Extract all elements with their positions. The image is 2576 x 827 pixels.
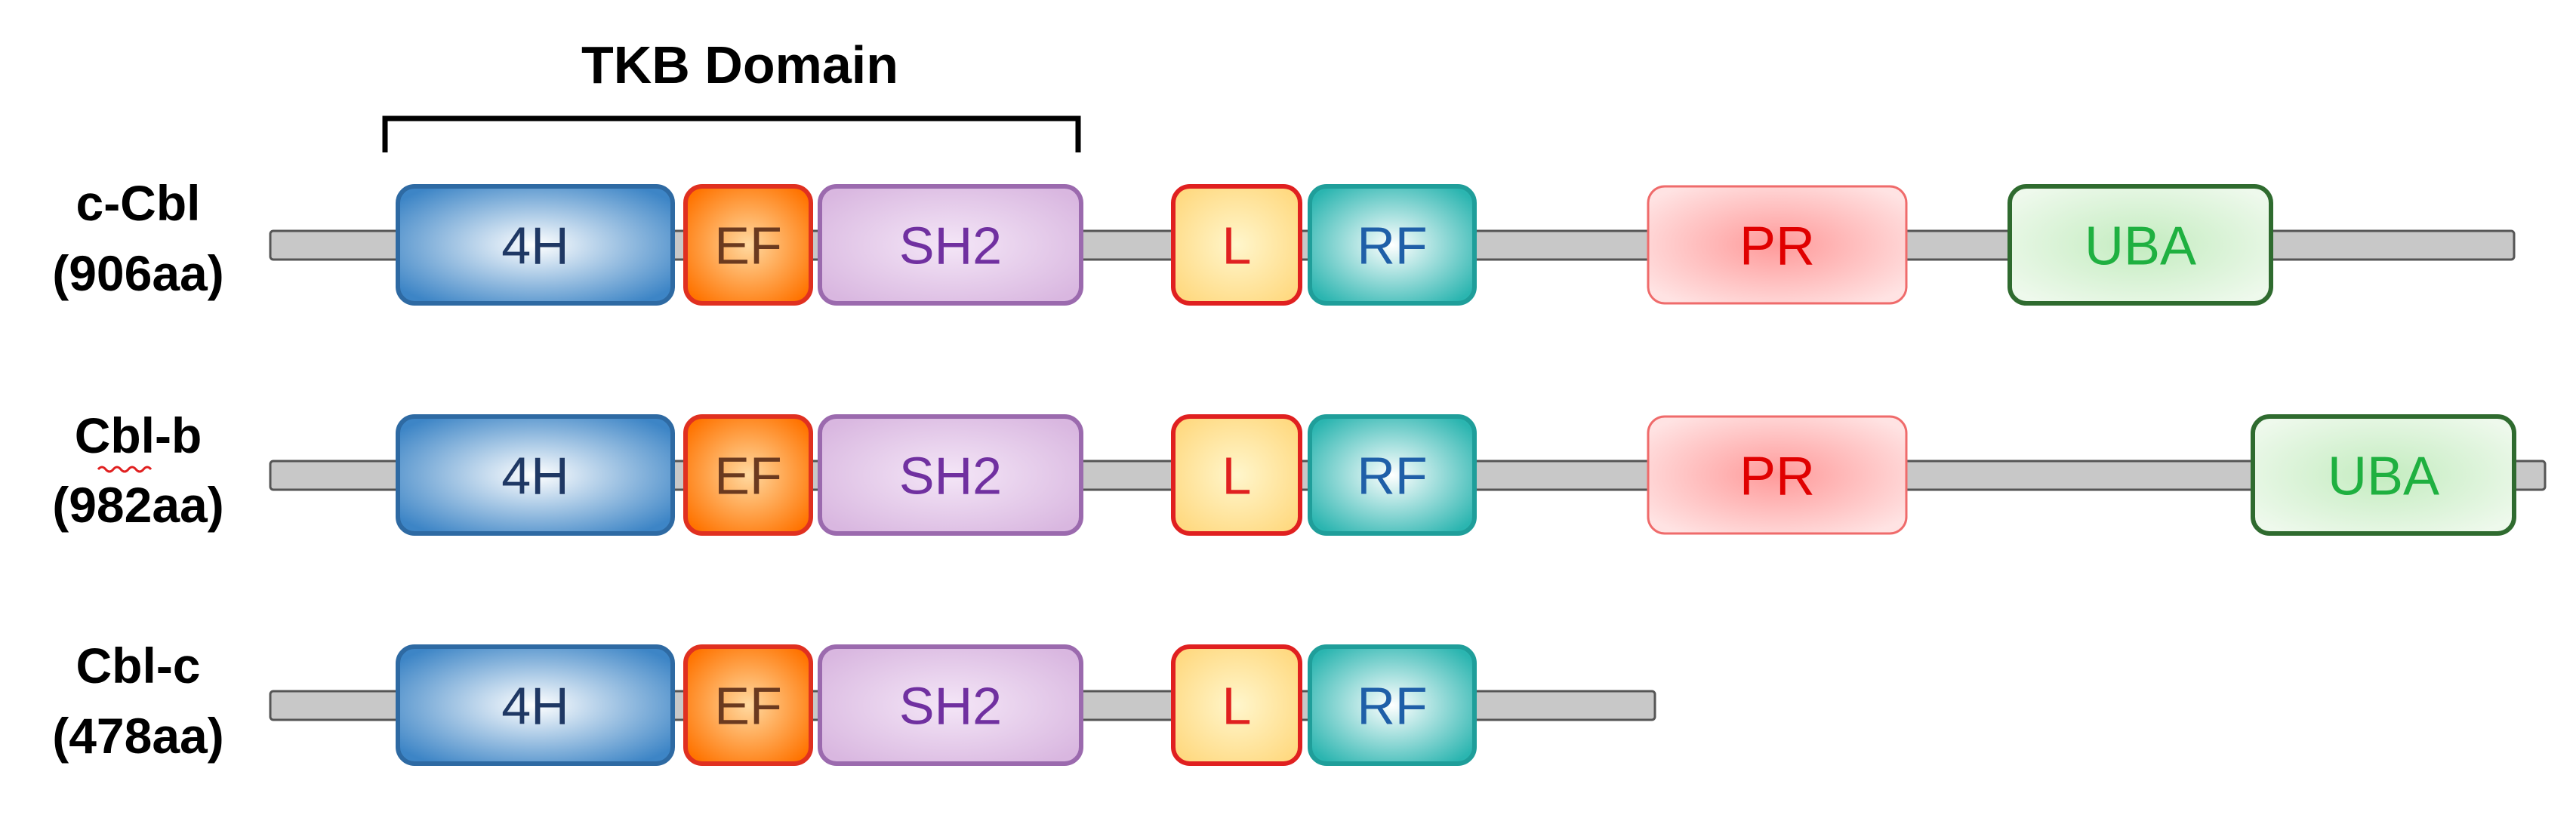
tkb-bracket: TKB Domain: [382, 35, 1081, 152]
protein-length: (478aa): [52, 708, 224, 764]
domain-label: 4H: [501, 447, 569, 506]
domain-label: RF: [1357, 677, 1427, 736]
protein-row-cbl-b: Cbl-b (982aa) 4H EF SH2 L RF PR UBA: [52, 407, 2547, 536]
domain-box: [683, 414, 813, 536]
domain-label: RF: [1357, 447, 1427, 506]
domain-box: [396, 414, 675, 536]
domain-rf: RF: [1308, 184, 1477, 306]
domain-box: [683, 644, 813, 766]
tkb-bracket-label: TKB Domain: [581, 35, 898, 94]
domain-4h: 4H: [396, 644, 675, 766]
domain-label: SH2: [899, 677, 1002, 736]
domain-label: EF: [714, 447, 781, 506]
domain-sh2: SH2: [818, 414, 1083, 536]
domain-sh2: SH2: [818, 184, 1083, 306]
domain-label: L: [1222, 677, 1252, 736]
domain-rf: RF: [1308, 644, 1477, 766]
domain-list: 4H EF SH2 L RF PR UBA: [396, 414, 2516, 536]
domain-label: PR: [1739, 446, 1815, 506]
domain-box: [1308, 414, 1477, 536]
domain-box: [1171, 644, 1302, 766]
domain-label: UBA: [2328, 446, 2439, 506]
protein-length: (982aa): [52, 477, 224, 533]
domain-sh2: SH2: [818, 644, 1083, 766]
domain-box: [818, 184, 1083, 306]
domain-label: EF: [714, 677, 781, 736]
domain-label: EF: [714, 217, 781, 275]
domain-box: [1647, 185, 1908, 305]
domain-label: PR: [1739, 216, 1815, 276]
domain-l: L: [1171, 644, 1302, 766]
domain-l: L: [1171, 184, 1302, 306]
protein-row-cbl-c: Cbl-c (478aa) 4H EF SH2 L RF: [52, 638, 1656, 766]
domain-box: [818, 414, 1083, 536]
domain-pr: PR: [1647, 415, 1908, 535]
domain-ef: EF: [683, 184, 813, 306]
protein-row-c-cbl: c-Cbl (906aa) 4H EF SH2 L RF PR UBA: [52, 175, 2516, 306]
domain-box: [1308, 184, 1477, 306]
domain-list: 4H EF SH2 L RF: [396, 644, 1477, 766]
domain-4h: 4H: [396, 414, 675, 536]
domain-label: L: [1222, 217, 1252, 275]
domain-box: [1647, 415, 1908, 535]
domain-uba: UBA: [2007, 184, 2273, 306]
protein-length: (906aa): [52, 245, 224, 301]
domain-uba: UBA: [2251, 414, 2516, 536]
domain-box: [2251, 414, 2516, 536]
domain-label: SH2: [899, 217, 1002, 275]
domain-box: [1308, 644, 1477, 766]
domain-4h: 4H: [396, 184, 675, 306]
domain-l: L: [1171, 414, 1302, 536]
domain-rf: RF: [1308, 414, 1477, 536]
domain-box: [1171, 414, 1302, 536]
domain-label: RF: [1357, 217, 1427, 275]
domain-label: L: [1222, 447, 1252, 506]
domain-label: 4H: [501, 217, 569, 275]
spellcheck-underline: [97, 466, 153, 473]
domain-box: [818, 644, 1083, 766]
domain-box: [396, 644, 675, 766]
domain-box: [1171, 184, 1302, 306]
domain-ef: EF: [683, 414, 813, 536]
domain-label: UBA: [2085, 216, 2196, 276]
protein-name: Cbl-b: [75, 407, 202, 463]
domain-ef: EF: [683, 644, 813, 766]
domain-label: 4H: [501, 677, 569, 736]
tkb-bracket-line: [382, 115, 1081, 152]
domain-list: 4H EF SH2 L RF PR UBA: [396, 184, 2273, 306]
domain-box: [396, 184, 675, 306]
domain-box: [2007, 184, 2273, 306]
protein-name: Cbl-c: [76, 638, 201, 693]
domain-box: [683, 184, 813, 306]
domain-label: SH2: [899, 447, 1002, 506]
protein-name: c-Cbl: [76, 175, 201, 231]
domain-pr: PR: [1647, 185, 1908, 305]
